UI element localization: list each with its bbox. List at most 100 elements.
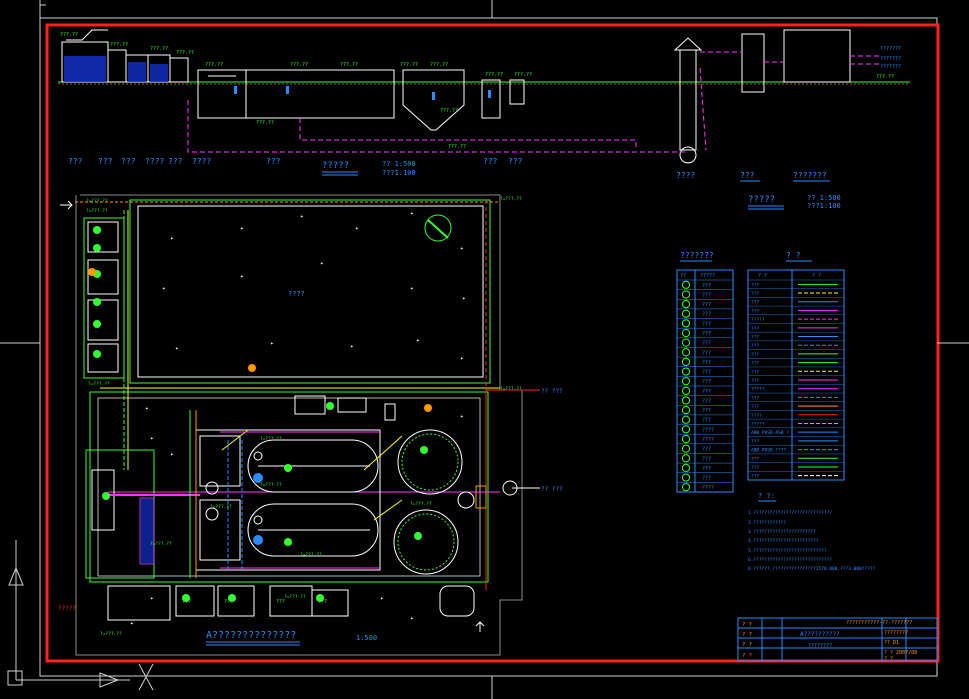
svg-text:???: ??? — [224, 599, 233, 605]
legend-2-row-label: ??? — [751, 282, 759, 288]
legend-1-marker-icon — [681, 463, 691, 473]
svg-text:? ?: ? ? — [742, 642, 752, 648]
svg-text:6.??????,????????????????1570,: 6.??????,????????????????1570,000,???3,0… — [748, 566, 876, 572]
svg-text:?????: ????? — [58, 605, 76, 612]
svg-text:???.??: ???.?? — [110, 42, 128, 48]
legend-2-row-label: ??? — [751, 352, 759, 358]
svg-text:???.??: ???.?? — [205, 62, 223, 68]
legend-1-row-label: ??? — [702, 398, 711, 404]
svg-text:???.??: ???.?? — [290, 62, 308, 68]
inlet-arrow-icon — [60, 200, 73, 210]
plan-scale: 1:500 — [356, 634, 377, 642]
north-marker-icon — [475, 621, 485, 632]
svg-text:?? D1: ?? D1 — [884, 640, 899, 646]
svg-text:???.??: ???.?? — [60, 32, 78, 38]
legend-1-marker-icon — [681, 309, 691, 318]
svg-text:???.??: ???.?? — [485, 72, 503, 78]
site-labels: ???? ?? ??? ?? ??? ????? ??? ??? ??? ???… — [58, 290, 563, 642]
svg-text:?=???.??: ?=???.?? — [100, 631, 122, 637]
svg-text:?=???.??: ?=???.?? — [300, 552, 322, 558]
profile-unit-label: ??? — [266, 157, 281, 166]
profile-unit-label: ??? — [483, 157, 498, 166]
svg-text:✦: ✦ — [170, 235, 174, 242]
legend-2-row-label: ??? — [751, 456, 759, 462]
legend-2-row-label: ??? — [751, 326, 759, 332]
legend-1-row-label: ???? — [702, 437, 714, 443]
pump-label: ???? — [676, 171, 695, 180]
pond-label: ???? — [288, 290, 305, 298]
svg-text:? ? 2007/08: ? ? 2007/08 — [884, 650, 917, 656]
svg-text:?=???.??: ?=???.?? — [88, 381, 110, 387]
svg-text:? ?: ? ? — [758, 273, 767, 279]
legend-1-row-label: ??? — [702, 389, 711, 395]
legend-1-marker-icon — [681, 357, 691, 367]
legend-1-row-label: ??? — [702, 408, 711, 414]
legend-1-marker-icon — [681, 377, 691, 386]
svg-text:??: ?? — [680, 273, 686, 279]
legend-1-row-label: ??? — [702, 350, 711, 356]
svg-text:✦: ✦ — [170, 451, 174, 458]
svg-text:✦: ✦ — [150, 435, 154, 442]
legend-1-row-label: ??? — [702, 283, 711, 289]
legend-1-row-label: ??? — [702, 476, 711, 482]
svg-text:✦: ✦ — [320, 260, 324, 267]
legend-1-marker-icon — [681, 444, 691, 453]
svg-text:5.???????????????????????????: 5.??????????????????????????? — [748, 548, 827, 554]
legend-1-title: ??????? — [680, 251, 714, 260]
legend-1-row-label: ??? — [702, 418, 711, 424]
svg-text:???: ??? — [318, 599, 327, 605]
svg-text:???????: ??????? — [880, 46, 901, 52]
legend-1-marker-icon — [681, 483, 691, 492]
outlet-label: ?? ??? — [541, 388, 563, 395]
svg-text:✦: ✦ — [175, 345, 179, 352]
legend-2-title: ? ? — [786, 251, 801, 260]
svg-text:???.??: ???.?? — [440, 108, 458, 114]
title-block-header: ???????????-??-??????? — [846, 620, 912, 626]
svg-text:4.????????????????????????: 4.???????????????????????? — [748, 538, 819, 544]
legend-1-row-label: ??? — [702, 341, 711, 347]
legend-1-row-label: ??? — [702, 360, 711, 366]
legend-1-marker-icon — [681, 386, 691, 395]
svg-text:✦: ✦ — [410, 285, 414, 292]
svg-text:?????: ????? — [748, 195, 775, 205]
svg-text:???1:100: ???1:100 — [807, 202, 841, 210]
svg-text:????????: ???????? — [808, 643, 832, 649]
legend-2-row-label: ????? — [751, 317, 765, 323]
svg-text:✦: ✦ — [410, 615, 414, 622]
legend-table-1: ??????? ?? ????? ???????????????????????… — [676, 251, 734, 493]
legend-2-row-label: ??? — [751, 404, 759, 410]
svg-text:✦: ✦ — [460, 413, 464, 420]
legend-1-row-label: ??? — [702, 447, 711, 453]
svg-text:3.???????????????????????: 3.??????????????????????? — [748, 529, 816, 535]
svg-text:✦: ✦ — [380, 595, 384, 602]
plan-title: A?????????????? — [206, 630, 296, 641]
legend-1-marker-icon — [681, 338, 691, 347]
legend-1-marker-icon — [681, 367, 691, 376]
svg-text:?=???.??: ?=???.?? — [410, 501, 432, 507]
svg-text:✦: ✦ — [145, 405, 149, 412]
legend-2-row-label: ??? — [751, 335, 759, 341]
svg-text:???.??: ???.?? — [176, 50, 194, 56]
legend-1-marker-icon — [681, 434, 691, 444]
svg-text:✦: ✦ — [462, 295, 466, 302]
profile-unit-label: ??? — [98, 157, 113, 166]
legend-2-row-label: ??? — [751, 291, 759, 297]
pond — [129, 199, 491, 384]
legend-1-marker-icon — [681, 299, 691, 309]
svg-text:?=???.??: ?=???.?? — [500, 386, 522, 392]
svg-text:? ?: ? ? — [742, 622, 752, 628]
profile-title: ????? — [322, 161, 349, 171]
legend-1-marker-icon — [681, 348, 691, 357]
svg-text:✦: ✦ — [162, 285, 166, 292]
svg-text:???????: ??????? — [880, 64, 901, 70]
notes-title: ? ?: — [758, 492, 775, 500]
legend-2-row-label: ??? — [751, 300, 759, 306]
legend-1-marker-icon — [681, 280, 691, 289]
svg-text:???.??: ???.?? — [400, 62, 418, 68]
legend-1-marker-icon — [681, 319, 691, 328]
svg-text:?=???.??: ?=???.?? — [260, 436, 282, 442]
svg-text:?? 1:500: ?? 1:500 — [807, 194, 841, 202]
svg-text:????????: ???????? — [884, 630, 908, 636]
legend-2-row-label: ??? — [751, 369, 759, 375]
